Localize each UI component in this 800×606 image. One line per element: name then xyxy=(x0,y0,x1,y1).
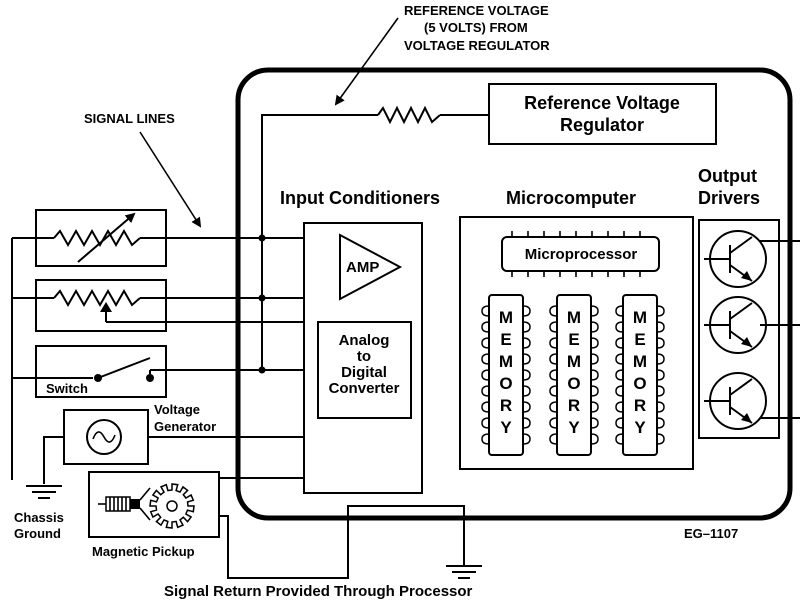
regulator-label-2: Regulator xyxy=(560,115,644,135)
potentiometer-box xyxy=(35,279,167,332)
variable-resistor-zigzag xyxy=(53,228,141,248)
output-lines xyxy=(760,240,800,419)
memory-letter: E xyxy=(500,330,511,349)
variable-resistor-arrow xyxy=(77,212,136,263)
memory-letter: O xyxy=(567,374,580,393)
switch-contact-b xyxy=(146,374,154,382)
potentiometer-zigzag xyxy=(53,288,141,308)
memory-letter: Y xyxy=(568,418,580,437)
signal-lines-arrow xyxy=(139,131,202,228)
regulator-label-1: Reference Voltage xyxy=(524,93,680,113)
memory-letter: E xyxy=(568,330,579,349)
junction-dot-1 xyxy=(258,234,266,242)
ref-voltage-line-3: VOLTAGE REGULATOR xyxy=(404,38,550,53)
input-conditioners-heading: Input Conditioners xyxy=(280,188,440,208)
adc-label-1: Analog xyxy=(339,332,390,349)
magnetic-pickup-icon xyxy=(98,487,151,521)
magnetic-pickup-leads xyxy=(219,477,465,579)
left-bus-wire xyxy=(11,237,36,480)
reluctor-gear-icon xyxy=(149,483,195,529)
magnetic-pickup-label: Magnetic Pickup xyxy=(92,544,195,559)
microprocessor-pins xyxy=(511,231,641,277)
output-drivers-heading-1: Output xyxy=(698,166,757,186)
voltage-generator-label-2: Generator xyxy=(154,419,216,434)
switch-box xyxy=(35,345,167,398)
adc-label-2: to xyxy=(357,348,371,365)
reference-voltage-annotation: REFERENCE VOLTAGE (5 VOLTS) FROM VOLTAGE… xyxy=(404,3,550,53)
memory-letter: Y xyxy=(634,418,646,437)
reference-resistor xyxy=(377,105,441,125)
memory-letter: R xyxy=(634,396,646,415)
memory-letter: M xyxy=(633,352,647,371)
memory-letter: M xyxy=(567,352,581,371)
adc-label-4: Converter xyxy=(329,380,400,397)
voltage-generator-label-1: Voltage xyxy=(154,402,200,417)
switch-label: Switch xyxy=(46,381,88,396)
microprocessor-label: Microprocessor xyxy=(525,246,638,263)
memory-letter: M xyxy=(567,308,581,327)
memory-letter: E xyxy=(634,330,645,349)
ref-voltage-arrow xyxy=(334,17,399,106)
voltage-generator-lead xyxy=(43,436,304,484)
memory-letter: R xyxy=(500,396,512,415)
processor-enclosure xyxy=(235,67,793,521)
adc-label-3: Digital xyxy=(341,364,387,381)
memory-letter: O xyxy=(633,374,646,393)
ref-voltage-line-1: REFERENCE VOLTAGE xyxy=(404,3,549,18)
memory-letter: Y xyxy=(500,418,512,437)
microcomputer-heading: Microcomputer xyxy=(506,188,636,208)
amp-triangle xyxy=(339,233,403,301)
microprocessor-chip xyxy=(501,236,660,272)
chassis-ground-label-2: Ground xyxy=(14,526,61,541)
junction-dot-2 xyxy=(258,294,266,302)
transistor-icon xyxy=(704,372,767,430)
processor-ground-icon xyxy=(446,565,482,579)
signal-return-label: Signal Return Provided Through Processor xyxy=(164,583,473,600)
memory-letter: R xyxy=(568,396,580,415)
amp-label: AMP xyxy=(346,259,379,276)
output-drivers-heading-2: Drivers xyxy=(698,188,760,208)
memory-letter: O xyxy=(499,374,512,393)
adc-box xyxy=(317,321,412,419)
junction-dot-3 xyxy=(258,366,266,374)
signal-lines-label: SIGNAL LINES xyxy=(84,111,175,126)
transistor-icon xyxy=(704,230,767,288)
memory-letter: M xyxy=(499,352,513,371)
reference-voltage-line xyxy=(261,114,489,370)
figure-id: EG–1107 xyxy=(684,526,738,541)
memory-letter: M xyxy=(633,308,647,327)
switch-lever xyxy=(97,357,151,379)
ref-voltage-line-2: (5 VOLTS) FROM xyxy=(424,20,528,35)
output-transistors xyxy=(704,230,767,430)
potentiometer-wiper-arrow xyxy=(100,302,112,312)
ac-wave-icon xyxy=(92,431,116,443)
memory-letter: M xyxy=(499,308,513,327)
chassis-ground-label-1: Chassis xyxy=(14,510,64,525)
chassis-ground-icon xyxy=(26,485,62,499)
